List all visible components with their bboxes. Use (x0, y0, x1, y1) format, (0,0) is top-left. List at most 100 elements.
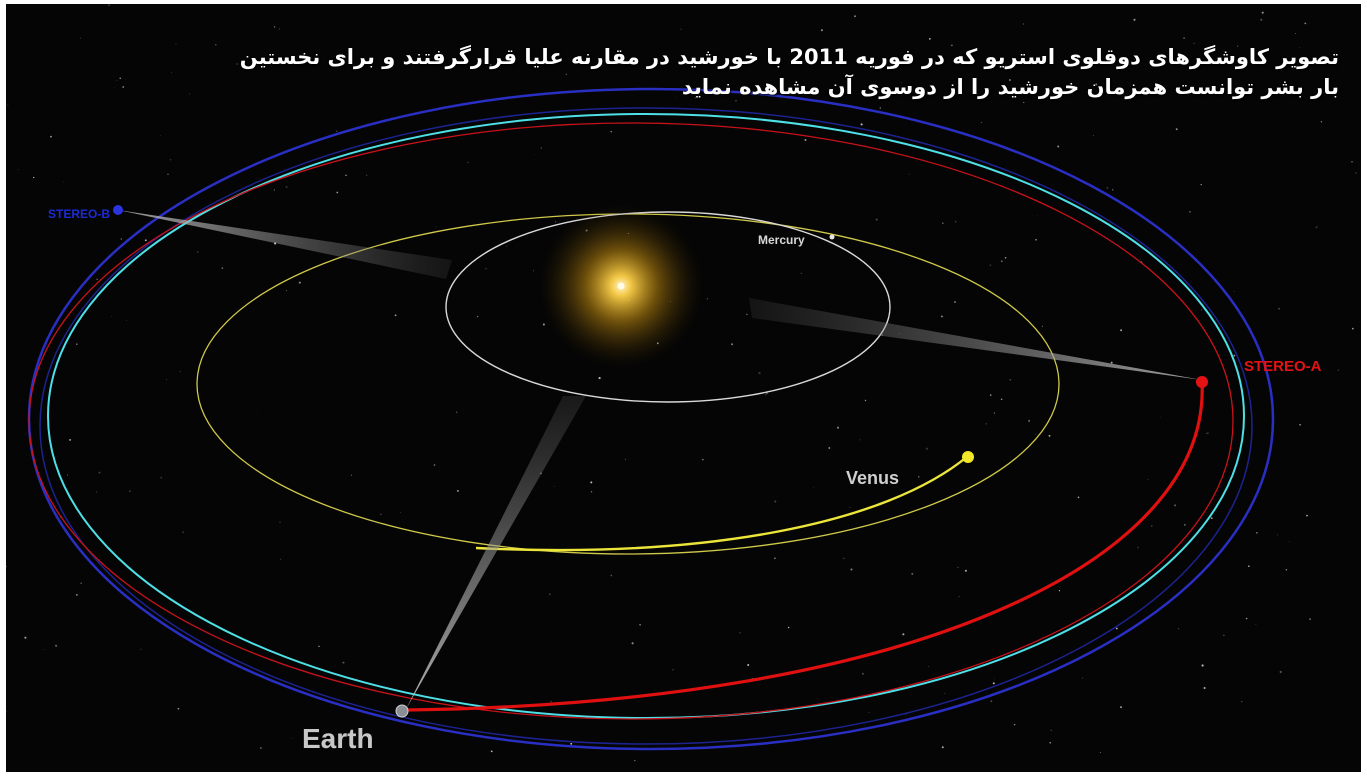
star (76, 343, 78, 345)
star (116, 80, 118, 81)
star (1203, 686, 1206, 690)
star (765, 394, 767, 396)
star (675, 97, 677, 98)
star (875, 218, 878, 221)
star (1000, 398, 1003, 401)
star (490, 750, 493, 753)
star (1278, 307, 1280, 310)
star (80, 582, 82, 584)
star (345, 174, 347, 177)
star (954, 301, 956, 303)
earth-label: Earth (302, 723, 374, 754)
star (828, 447, 831, 449)
star (1207, 432, 1209, 434)
star (1004, 256, 1007, 259)
star (33, 176, 35, 179)
star (854, 15, 856, 18)
star (590, 481, 593, 484)
star (144, 239, 147, 242)
star (747, 663, 750, 667)
star (553, 486, 555, 487)
star (1200, 309, 1202, 311)
star (908, 173, 910, 175)
star (739, 632, 741, 634)
star (985, 423, 987, 425)
star (1183, 37, 1186, 40)
star (110, 315, 112, 317)
star (902, 633, 905, 636)
star (1194, 92, 1196, 94)
star (868, 711, 870, 713)
star (1351, 327, 1354, 330)
stereo-a-trajectory (405, 381, 1204, 712)
star (1247, 565, 1250, 568)
star (44, 649, 45, 650)
star (1151, 525, 1153, 527)
caption-line-2: بار بشر توانست همزمان خورشید را از دوسوی… (681, 75, 1339, 99)
venus-label: Venus (846, 468, 900, 488)
star (455, 411, 458, 414)
star (964, 569, 967, 572)
star (1241, 701, 1243, 703)
star (108, 4, 110, 6)
star (1210, 517, 1213, 519)
stereo-a-orbit (28, 122, 1234, 720)
star (534, 153, 536, 155)
star (456, 489, 459, 492)
star (336, 191, 339, 194)
star (1205, 432, 1207, 434)
star (849, 507, 851, 508)
star (941, 222, 944, 225)
star (631, 642, 634, 645)
star (1028, 420, 1030, 422)
star (256, 410, 258, 412)
star (925, 447, 929, 450)
stereo-b-beam (118, 210, 452, 279)
star (1082, 677, 1084, 679)
star (96, 278, 98, 280)
venus-planet (962, 451, 974, 463)
star (1260, 18, 1263, 21)
earth-orbit (47, 113, 1245, 719)
stereo-b-spacecraft (113, 205, 123, 215)
star (1178, 628, 1180, 630)
star (598, 377, 601, 380)
star (399, 511, 401, 513)
star (394, 314, 397, 317)
star (122, 86, 125, 88)
star (860, 123, 863, 126)
star (550, 700, 553, 703)
star (610, 574, 613, 577)
star (672, 668, 674, 671)
star (1077, 496, 1080, 499)
star (485, 268, 487, 270)
star (63, 181, 65, 183)
star (342, 661, 345, 664)
star (1351, 160, 1353, 163)
star (1023, 101, 1025, 103)
star (380, 513, 382, 515)
diagram-frame: تصویر کاوشگرهای دوقلوی استریو که در فوری… (6, 4, 1361, 772)
star (1036, 215, 1038, 216)
star (570, 742, 573, 745)
star (555, 221, 557, 223)
star (7, 104, 9, 106)
star (177, 707, 180, 710)
sun (617, 282, 625, 290)
star (680, 28, 682, 30)
star (159, 135, 161, 137)
star (433, 464, 436, 466)
star (1299, 47, 1301, 48)
star (928, 666, 929, 668)
star (1276, 534, 1278, 536)
star (1022, 23, 1024, 25)
star (1193, 42, 1195, 44)
star (1095, 83, 1098, 86)
star (1309, 618, 1311, 620)
star (1035, 239, 1037, 241)
venus-trajectory (475, 455, 969, 552)
star (1112, 189, 1114, 191)
star (24, 636, 27, 639)
star (1058, 590, 1061, 592)
star (951, 44, 953, 47)
